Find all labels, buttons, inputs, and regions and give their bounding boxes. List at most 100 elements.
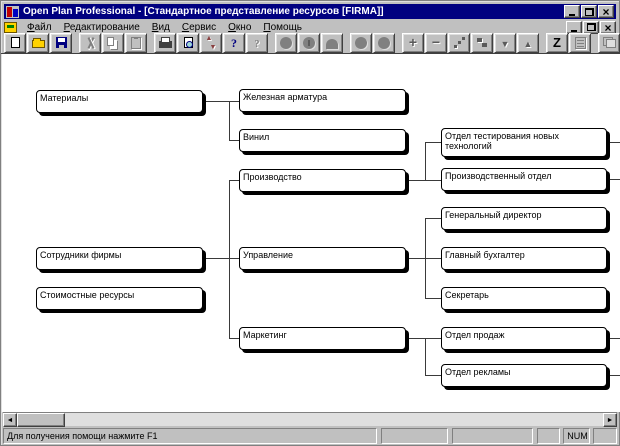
question-mark-icon	[231, 35, 237, 50]
paste-button[interactable]	[125, 32, 147, 53]
print-button[interactable]	[154, 32, 176, 53]
notes-page-icon	[574, 36, 586, 49]
circle-detail-button[interactable]	[298, 32, 320, 53]
child-window-controls	[566, 20, 616, 34]
toolbar-separator	[73, 42, 78, 43]
circle-tool-button[interactable]	[275, 32, 297, 53]
node-rebar[interactable]: Железная арматура	[239, 89, 406, 112]
menu-window[interactable]: Окно	[228, 21, 252, 33]
node-production[interactable]: Производство	[239, 169, 406, 192]
node-chief-accountant[interactable]: Главный бухгалтер	[441, 247, 607, 270]
restore-button[interactable]	[581, 5, 597, 18]
restore-icon	[584, 7, 594, 16]
move-up-button[interactable]	[517, 32, 539, 53]
toolbar-divider	[1, 53, 620, 54]
circle-icon	[355, 36, 367, 49]
child-restore-button[interactable]	[583, 20, 599, 34]
node-cost-resources[interactable]: Стоимостные ресурсы	[36, 287, 203, 310]
context-help-button[interactable]	[246, 32, 268, 53]
connector-line	[229, 101, 230, 141]
menu-edit[interactable]: Редактирование	[63, 21, 140, 33]
arch-tool-button[interactable]	[321, 32, 343, 53]
connector-line	[425, 338, 426, 376]
letter-z-icon	[553, 35, 561, 50]
node-employees[interactable]: Сотрудники фирмы	[36, 247, 203, 270]
scrollbar-thumb[interactable]	[17, 413, 65, 427]
menu-file[interactable]: Файл	[27, 21, 52, 33]
circle-icon	[280, 36, 292, 49]
exchange-data-button[interactable]	[200, 32, 222, 53]
print-preview-button[interactable]	[177, 32, 199, 53]
step-button[interactable]	[471, 32, 493, 53]
connector-line	[206, 258, 239, 259]
add-button[interactable]	[402, 32, 424, 53]
node-materials[interactable]: Материалы	[36, 90, 203, 113]
help-button[interactable]	[223, 32, 245, 53]
circle-icon	[378, 36, 390, 49]
remove-button[interactable]	[425, 32, 447, 53]
horizontal-scrollbar[interactable]	[3, 412, 617, 427]
app-icon[interactable]	[6, 5, 19, 18]
scroll-right-button[interactable]	[603, 413, 617, 427]
node-testing-dept[interactable]: Отдел тестирования новых технологий	[441, 128, 607, 157]
node-marketing[interactable]: Маркетинг	[239, 327, 406, 350]
minimize-button[interactable]	[564, 5, 580, 18]
node-ads-dept[interactable]: Отдел рекламы	[441, 364, 607, 387]
zoom-z-button[interactable]	[546, 32, 568, 53]
menu-view[interactable]: Вид	[151, 21, 170, 33]
toolbar-separator	[344, 42, 349, 43]
node-management[interactable]: Управление	[239, 247, 406, 270]
new-button[interactable]	[4, 32, 26, 53]
move-down-button[interactable]	[494, 32, 516, 53]
scroll-left-button[interactable]	[3, 413, 17, 427]
connector-line	[610, 338, 620, 339]
copy-button[interactable]	[102, 32, 124, 53]
connector-line	[229, 180, 239, 181]
save-button[interactable]	[50, 32, 72, 53]
open-folder-icon	[31, 38, 45, 48]
status-panel	[380, 428, 449, 444]
document-icon[interactable]	[4, 21, 17, 33]
status-bar: Для получения помощи нажмите F1 NUM	[3, 428, 617, 444]
toolbar	[4, 32, 620, 53]
cut-button[interactable]	[79, 32, 101, 53]
open-button[interactable]	[27, 32, 49, 53]
connector-line	[425, 298, 441, 299]
notes-button[interactable]	[569, 32, 591, 53]
connector-line	[425, 375, 441, 376]
toolbar-separator	[269, 42, 274, 43]
circle-detail-icon	[303, 36, 315, 49]
title-bar: Open Plan Professional - [Стандартное пр…	[4, 4, 616, 19]
menu-help[interactable]: Помощь	[263, 21, 303, 33]
printer-icon	[158, 37, 172, 48]
toolbar-separator	[540, 42, 545, 43]
close-button[interactable]	[598, 5, 614, 18]
node-general-director[interactable]: Генеральный директор	[441, 207, 607, 230]
connector-line	[610, 375, 620, 376]
up-down-arrows-icon	[206, 35, 217, 51]
arch-icon	[326, 38, 338, 49]
down-arrow-icon	[501, 35, 510, 50]
connector-line	[610, 179, 620, 180]
node-production-dept[interactable]: Производственный отдел	[441, 168, 607, 191]
num-lock-indicator: NUM	[563, 428, 591, 444]
window-controls	[564, 5, 614, 18]
connector-line	[229, 140, 239, 141]
toolbar-separator	[396, 42, 401, 43]
link-dots-button[interactable]	[448, 32, 470, 53]
status-panel	[593, 428, 617, 444]
circle-b-button[interactable]	[373, 32, 395, 53]
node-sales-dept[interactable]: Отдел продаж	[441, 327, 607, 350]
floppy-disk-icon	[55, 37, 67, 48]
circle-a-button[interactable]	[350, 32, 372, 53]
menu-bar: Файл Редактирование Вид Сервис Окно Помо…	[4, 20, 616, 34]
magnifier-page-icon	[183, 37, 193, 48]
status-panel	[452, 428, 534, 444]
close-icon	[602, 4, 609, 19]
node-vinyl[interactable]: Винил	[239, 129, 406, 152]
node-secretary[interactable]: Секретарь	[441, 287, 607, 310]
cascade-windows-button[interactable]	[598, 32, 620, 53]
connector-line	[229, 180, 230, 339]
menu-service[interactable]: Сервис	[181, 21, 217, 33]
